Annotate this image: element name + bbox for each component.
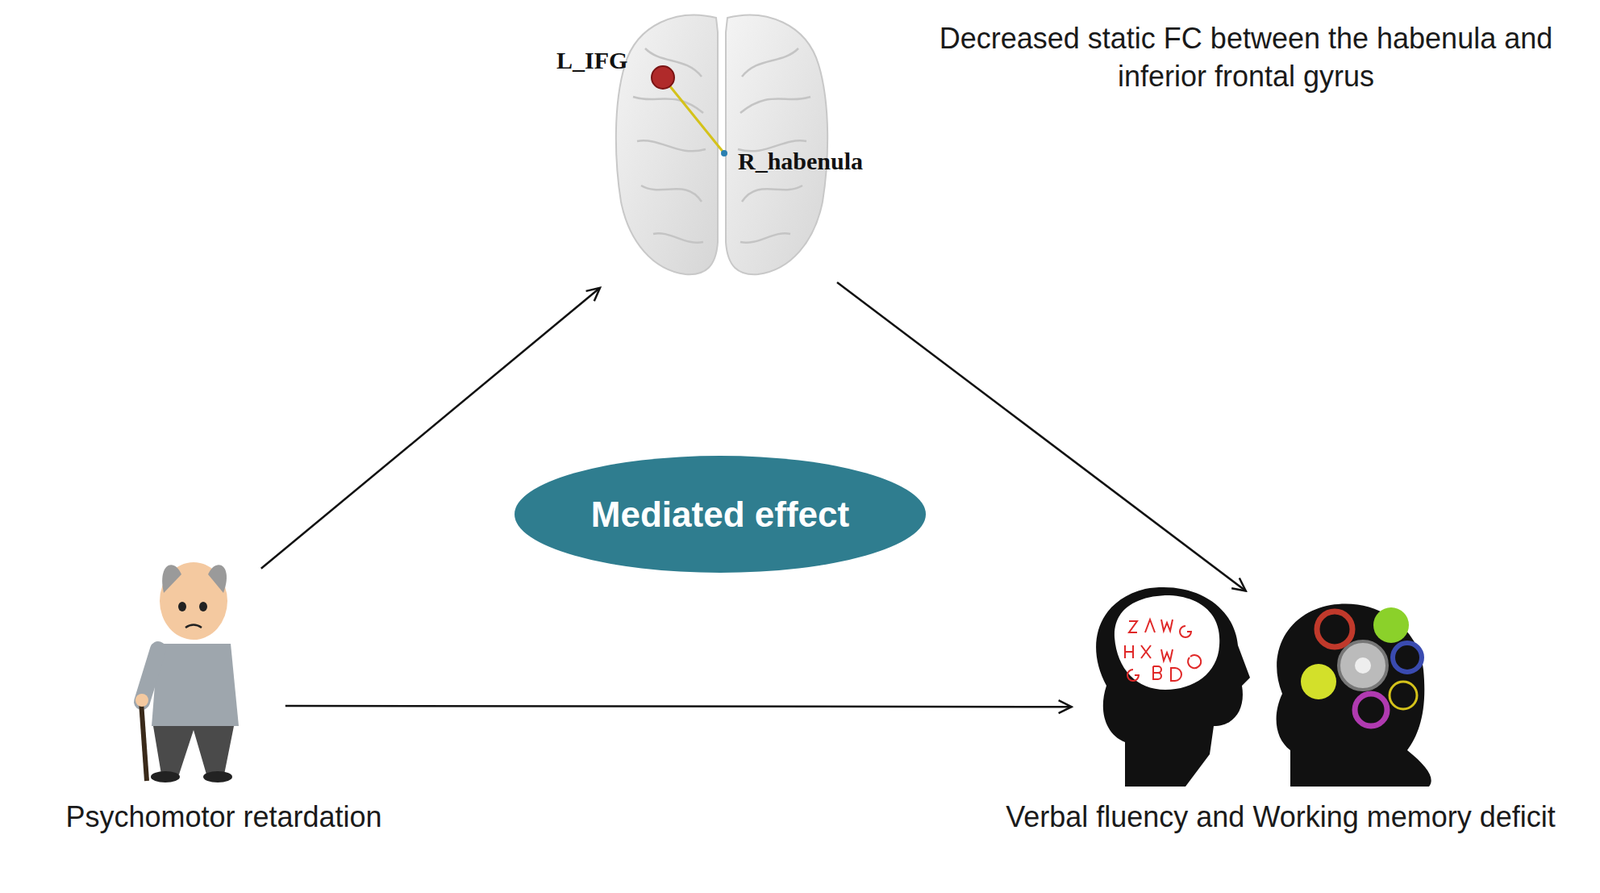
arrow-connector <box>837 282 1246 592</box>
concept-node: Psychomotor retardation <box>4 556 444 855</box>
ellipse-label: Mediated effect <box>514 455 926 573</box>
node-label: Verbal fluency and Working memory defici… <box>963 798 1598 837</box>
brain-illustration <box>616 15 828 275</box>
mediation-ellipse: Mediated effect <box>514 455 926 573</box>
old-man-illustration <box>135 562 239 783</box>
concept-node: Verbal fluency and Working memory defici… <box>963 584 1598 890</box>
node-label: Psychomotor retardation <box>4 798 444 837</box>
node-label: Decreased static FC between the habenula… <box>931 20 1561 96</box>
arrow-connector <box>285 705 1072 707</box>
region-label: R_habenula <box>737 147 863 175</box>
region-label: L_IFG <box>556 46 628 75</box>
brain-node: Decreased static FC between the habenula… <box>604 8 1573 283</box>
head-illustrations <box>1095 587 1432 787</box>
